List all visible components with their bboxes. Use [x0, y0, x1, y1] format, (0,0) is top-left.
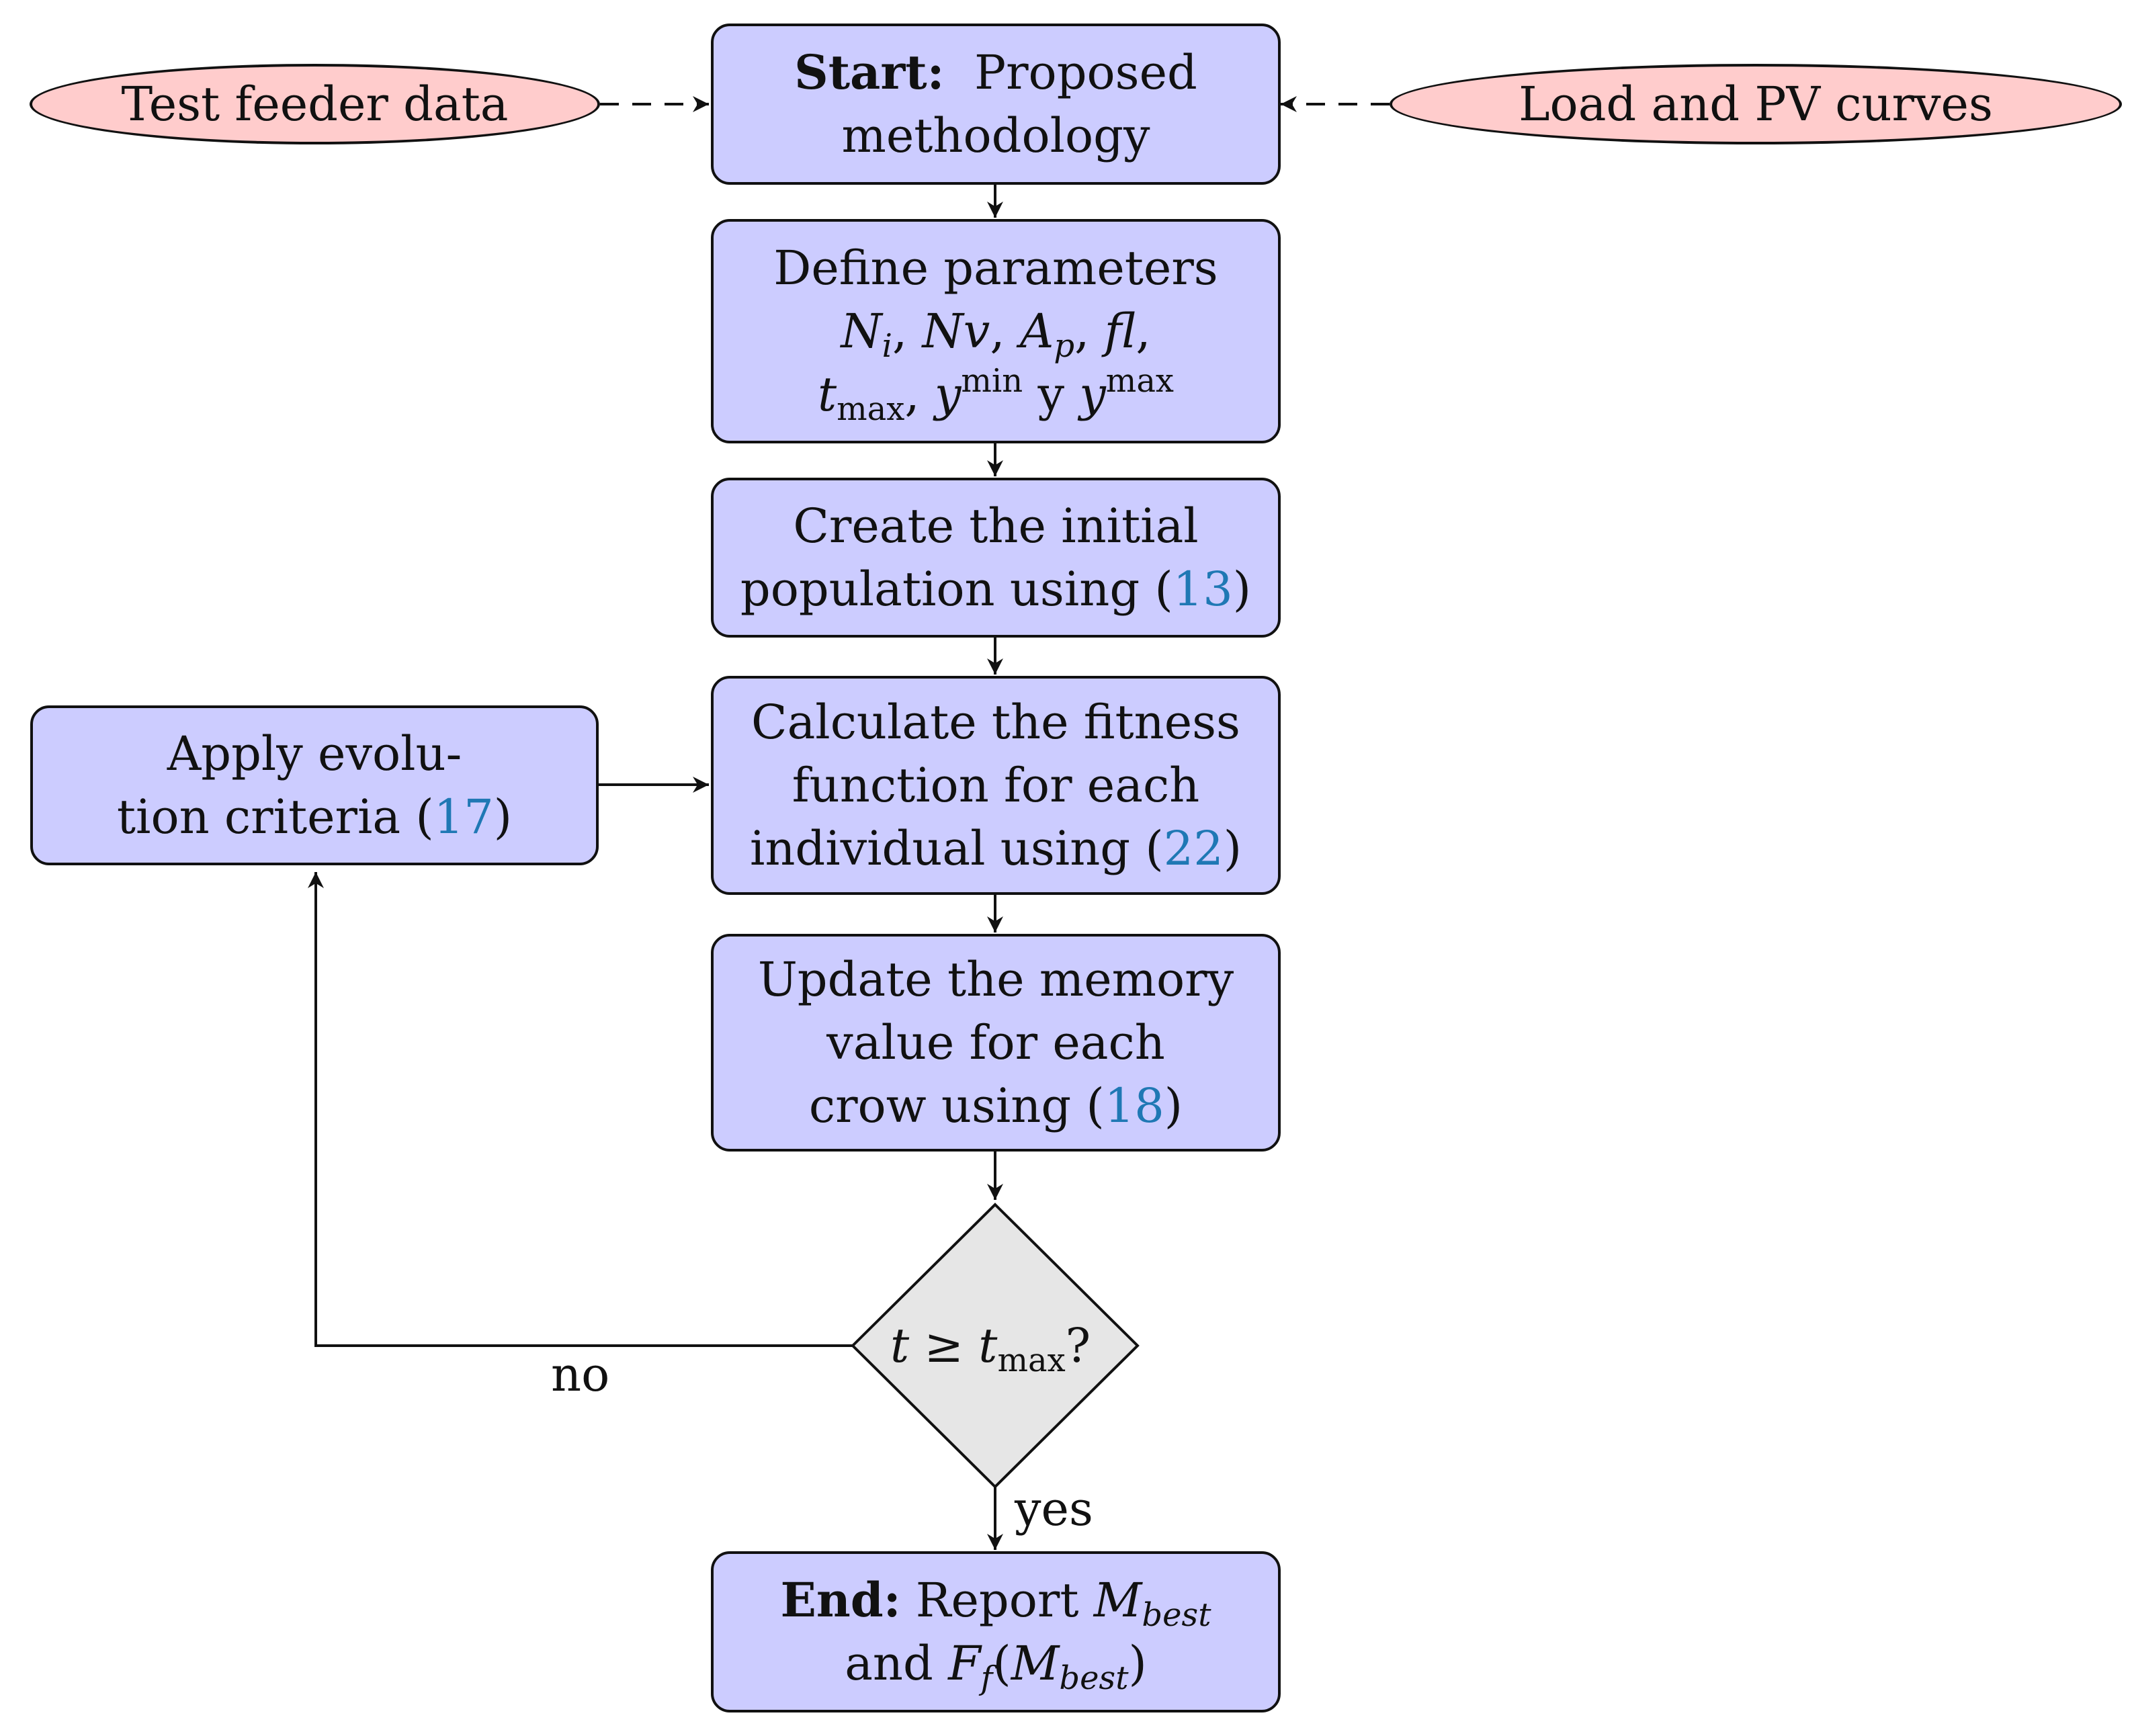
end-line-2: and Ff(Mbest) — [845, 1632, 1147, 1695]
memory-line-1: Update the memory — [757, 952, 1234, 1007]
start-line-2: methodology — [841, 108, 1150, 163]
end-F: F — [948, 1636, 981, 1691]
edge-label-yes: yes — [1015, 1481, 1093, 1536]
create-close: ) — [1232, 562, 1252, 617]
define-sep-2: , — [990, 304, 1020, 359]
decision-op: ≥ — [909, 1318, 979, 1373]
end-M-sub: best — [1142, 1596, 1211, 1634]
define-line-2: Ni, Nv, Ap, fl, — [841, 300, 1150, 363]
equation-ref-22[interactable]: 22 — [1163, 821, 1224, 876]
param-y-max-sup: max — [1105, 362, 1174, 400]
fitness-line-3: individual using (22) — [750, 817, 1242, 880]
param-y-min: y — [934, 367, 962, 422]
decision-question: ? — [1065, 1318, 1091, 1373]
param-fl: fl — [1104, 304, 1136, 359]
end-M: M — [1093, 1573, 1142, 1628]
apply-line-1: Apply evolu- — [167, 726, 462, 781]
step-apply-evolution: Apply evolu- tion criteria (17) — [30, 705, 599, 865]
fitness-line-2: function for each — [792, 758, 1200, 813]
input-test-feeder-data-label: Test feeder data — [121, 77, 509, 132]
memory-line-3-text: crow using ( — [808, 1078, 1105, 1133]
end-line-1: End: Report Mbest — [781, 1569, 1211, 1632]
end-open: ( — [992, 1636, 1011, 1691]
apply-line-2: tion criteria (17) — [117, 785, 512, 849]
end-text-1: Report — [900, 1573, 1094, 1628]
param-N-sub: i — [882, 327, 892, 365]
define-line-1: Define parameters — [773, 241, 1218, 296]
memory-close: ) — [1164, 1078, 1183, 1133]
edge-decision-to-apply-no — [308, 872, 853, 1347]
decision-t: t — [890, 1318, 910, 1373]
param-A-sub: p — [1054, 327, 1075, 365]
param-Nv: Nv — [922, 304, 990, 359]
start-text-1: Proposed — [974, 45, 1197, 100]
param-A: A — [1019, 304, 1054, 359]
create-line-2: population using (13) — [740, 558, 1251, 621]
memory-line-2: value for each — [826, 1015, 1165, 1070]
apply-line-2-text: tion criteria ( — [116, 789, 434, 844]
step-define-parameters: Define parameters Ni, Nv, Ap, fl, tmax, … — [711, 219, 1281, 443]
step-start: Start: Proposed methodology — [711, 24, 1281, 185]
apply-close: ) — [493, 789, 513, 844]
decision-t2: t — [978, 1318, 998, 1373]
step-end: End: Report Mbest and Ff(Mbest) — [711, 1551, 1281, 1712]
start-line-1: Start: Proposed — [794, 41, 1197, 104]
param-y-max: y — [1079, 367, 1106, 422]
define-sep-4: , — [1136, 304, 1151, 359]
start-bold-label: Start: — [794, 44, 945, 100]
param-t: t — [818, 367, 837, 422]
decision-label: t ≥ tmax? — [890, 1318, 1091, 1377]
equation-ref-18[interactable]: 18 — [1104, 1078, 1164, 1133]
param-y-min-sup: min — [961, 362, 1023, 400]
decision-diamond — [851, 1203, 1140, 1489]
step-create-population: Create the initial population using (13) — [711, 478, 1281, 638]
end-M2-sub: best — [1059, 1659, 1129, 1697]
end-close: ) — [1128, 1636, 1147, 1691]
input-load-pv-curves: Load and PV curves — [1390, 64, 2122, 144]
end-and: and — [845, 1636, 949, 1691]
fitness-close: ) — [1223, 821, 1242, 876]
fitness-line-3-text: individual using ( — [749, 821, 1164, 876]
end-F-sub: f — [980, 1659, 993, 1697]
decision-sub: max — [997, 1342, 1066, 1379]
edge-label-no: no — [551, 1347, 610, 1402]
equation-ref-17[interactable]: 17 — [433, 789, 494, 844]
define-conj: y — [1023, 367, 1080, 422]
fitness-line-1: Calculate the fitness — [751, 695, 1240, 750]
create-line-2-text: population using ( — [740, 562, 1173, 617]
create-line-1: Create the initial — [793, 498, 1199, 554]
step-update-memory: Update the memory value for each crow us… — [711, 934, 1281, 1152]
memory-line-3: crow using (18) — [809, 1074, 1183, 1137]
end-M2: M — [1011, 1636, 1060, 1691]
param-N: N — [841, 304, 882, 359]
define-sep-3: , — [1074, 304, 1105, 359]
end-bold-label: End: — [780, 1572, 901, 1628]
input-test-feeder-data: Test feeder data — [30, 64, 600, 144]
define-sep-1: , — [892, 304, 923, 359]
equation-ref-13[interactable]: 13 — [1172, 562, 1233, 617]
define-line-3: tmax, ymin y ymax — [818, 363, 1174, 426]
param-t-sub: max — [837, 390, 905, 428]
step-calculate-fitness: Calculate the fitness function for each … — [711, 676, 1281, 895]
input-load-pv-curves-label: Load and PV curves — [1519, 77, 1993, 132]
define-sep-5: , — [904, 367, 935, 422]
